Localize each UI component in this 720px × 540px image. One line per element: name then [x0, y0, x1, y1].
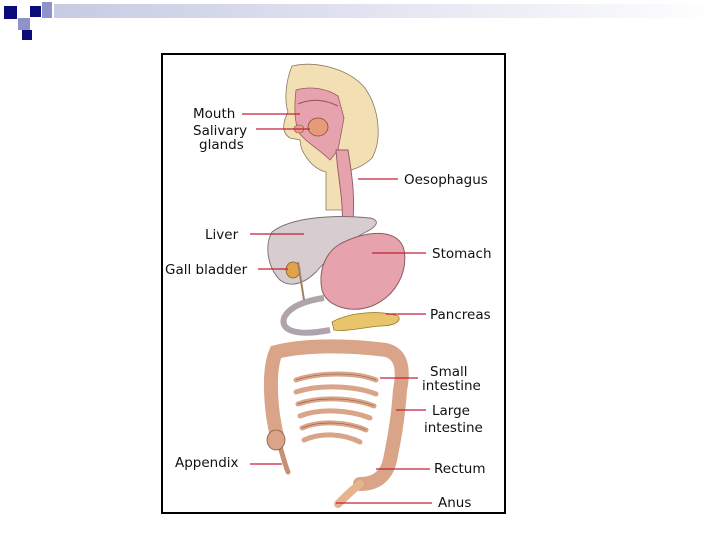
palate	[297, 99, 339, 107]
label-appendix: Appendix	[175, 455, 239, 471]
label-oesophagus: Oesophagus	[404, 172, 488, 188]
rectum	[334, 480, 364, 508]
label-stomach: Stomach	[432, 246, 492, 262]
banner-square-dark	[30, 6, 41, 17]
banner-square-dark	[22, 30, 32, 40]
label-large-intestine-line1: Large	[432, 403, 470, 419]
label-rectum: Rectum	[434, 461, 486, 477]
pancreas	[331, 312, 400, 331]
banner-square-dark	[4, 6, 17, 19]
leader-lines	[242, 113, 432, 504]
bile-duct	[297, 261, 305, 301]
banner-square-light	[18, 18, 30, 30]
banner-square-light	[42, 2, 52, 18]
stomach	[320, 232, 406, 310]
label-mouth: Mouth	[193, 106, 235, 122]
label-small-intestine-line1: Small	[430, 364, 468, 380]
label-small-intestine-line2: intestine	[422, 378, 481, 394]
label-gall-bladder: Gall bladder	[165, 262, 248, 278]
label-anus: Anus	[438, 495, 471, 511]
label-salivary-line1: Salivary	[193, 123, 247, 139]
banner-stripe	[54, 4, 720, 18]
duodenum	[280, 295, 331, 336]
label-pancreas: Pancreas	[430, 307, 491, 323]
large-intestine	[263, 339, 409, 491]
cecum	[266, 429, 286, 451]
label-liver: Liver	[205, 227, 239, 243]
salivary-gland	[307, 117, 329, 137]
slide-banner	[0, 0, 720, 40]
small-intestine	[293, 371, 379, 445]
label-large-intestine-line2: intestine	[424, 420, 483, 436]
label-salivary-line2: glands	[199, 137, 244, 153]
small-intestine-outline	[295, 373, 377, 431]
